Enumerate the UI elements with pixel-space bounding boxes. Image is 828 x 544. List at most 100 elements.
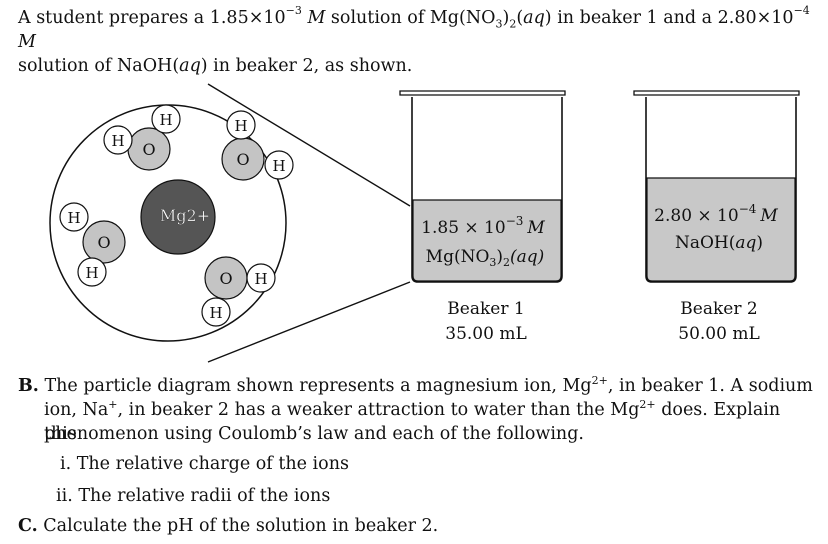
beaker-2-rim	[633, 90, 800, 96]
aqueous-label: (aq)	[510, 247, 544, 267]
question-c-text: Calculate the pH of the solution in beak…	[43, 516, 439, 536]
question-c: C. Calculate the pH of the solution in b…	[18, 514, 438, 538]
formula-subscript: 2	[503, 256, 510, 269]
beaker2-conc-value: 2.80×10	[717, 8, 794, 28]
oxygen-atom	[82, 220, 126, 264]
water-molecule: O H H	[201, 256, 276, 327]
hydrogen-label: H	[111, 132, 124, 150]
hydrogen-atom	[264, 150, 294, 180]
water-molecule: O H H	[59, 202, 126, 287]
beaker1-conc-value: 1.85×10	[209, 8, 286, 28]
aqueous-label: aq	[179, 56, 201, 76]
formula-subscript: 3	[495, 17, 503, 31]
oxygen-label: O	[142, 140, 155, 159]
beaker-2-solution	[646, 177, 796, 282]
formula-subscript: 2	[509, 17, 517, 31]
oxygen-label: O	[236, 150, 249, 169]
beaker-1-name: Beaker 1	[447, 299, 524, 319]
formula-part: NaOH(	[675, 233, 735, 253]
formula-part: )	[544, 8, 552, 28]
water-molecule: O H H	[221, 110, 294, 181]
hydrogen-atom	[246, 263, 276, 293]
beaker-2-solute: NaOH(aq)	[675, 233, 763, 253]
beaker-2-outline	[645, 97, 797, 283]
hydrogen-label: H	[234, 117, 247, 135]
question-c-label: C.	[18, 516, 38, 536]
intro-text-part: A student prepares a	[18, 8, 210, 28]
question-b-line-2: ion, Na+, in beaker 2 has a weaker attra…	[44, 398, 818, 446]
hydrogen-label: H	[85, 264, 98, 282]
beaker-1-conc-exponent: −3	[506, 214, 524, 228]
hydrogen-atom	[59, 202, 89, 232]
beaker-2-volume: 50.00 mL	[678, 324, 759, 344]
beaker-2-conc-value: 2.80 × 10	[654, 206, 739, 226]
zoom-line-bottom	[207, 281, 411, 363]
aqueous-label: aq	[735, 233, 756, 253]
oxygen-label: O	[97, 233, 110, 252]
hydrogen-atom	[151, 104, 181, 134]
beaker-1-volume: 35.00 mL	[445, 324, 526, 344]
beaker-1-unit: M	[526, 218, 545, 238]
intro-text-part: solution of	[325, 8, 430, 28]
hydrogen-label: H	[254, 270, 267, 288]
formula-part: (	[516, 8, 524, 28]
question-b-label: B.	[18, 376, 39, 396]
intro-line-2: solution of NaOH(aq) in beaker 2, as sho…	[18, 54, 823, 78]
ion-charge: 2+	[591, 374, 608, 388]
formula-subscript: 3	[489, 256, 496, 269]
question-b-i: i. The relative charge of the ions	[60, 454, 349, 474]
beaker-1-rim	[399, 90, 566, 96]
molar-unit: M	[307, 8, 326, 28]
ion-charge: +	[108, 398, 118, 412]
intro-text-part: in beaker 1 and a	[551, 8, 718, 28]
beaker-2-name: Beaker 2	[680, 299, 757, 319]
hydrogen-label: H	[272, 157, 285, 175]
hydrogen-atom	[77, 257, 107, 287]
water-molecule: O H H	[103, 104, 181, 171]
hydrogen-label: H	[209, 304, 222, 322]
beaker2-conc-exponent: −4	[793, 4, 810, 18]
mg-ion: Mg2+	[140, 179, 216, 255]
formula-part: )	[496, 247, 503, 267]
hydrogen-atom	[226, 110, 256, 140]
mg-nitrate-formula: Mg(NO	[429, 8, 496, 28]
question-text: ion, Na	[44, 400, 109, 420]
hydrogen-atom	[103, 125, 133, 155]
question-b-line-3: phenomenon using Coulomb’s law and each …	[44, 424, 584, 444]
question-text: , in beaker 1. A sodium	[607, 376, 813, 396]
intro-line-1: A student prepares a 1.85×10−3 M solutio…	[18, 4, 823, 54]
question-text: does. Explain this	[44, 400, 781, 444]
intro-text: A student prepares a 1.85×10−3 M solutio…	[18, 4, 823, 78]
aqueous-label: aq	[523, 8, 545, 28]
beaker-2-unit: M	[759, 206, 778, 226]
mg-ion-sphere	[140, 179, 216, 255]
formula-part: Mg(NO	[426, 247, 490, 267]
question-text: , in beaker 2 has a weaker attraction to…	[117, 400, 640, 420]
hydrogen-atom	[201, 297, 231, 327]
question-b-line-1: B. The particle diagram shown represents…	[18, 374, 813, 398]
molar-unit: M	[18, 32, 36, 52]
beaker-1-outline	[411, 97, 563, 283]
oxygen-label: O	[219, 269, 232, 288]
beaker-1-solution	[412, 199, 562, 282]
intro-text-part: solution of NaOH(	[18, 56, 180, 76]
beaker1-conc-exponent: −3	[285, 4, 302, 18]
question-text: The particle diagram shown represents a …	[44, 376, 592, 396]
formula-part: )	[502, 8, 510, 28]
question-b-ii: ii. The relative radii of the ions	[56, 486, 331, 506]
hydrogen-label: H	[67, 209, 80, 227]
formula-part: )	[756, 233, 763, 253]
intro-text-part: ) in beaker 2, as shown.	[200, 56, 413, 76]
beaker-1-solute: Mg(NO3)2(aq)	[426, 247, 545, 269]
mg-ion-label: Mg2+	[160, 206, 210, 225]
hydrogen-label: H	[159, 111, 172, 129]
ion-charge: 2+	[639, 398, 656, 412]
beaker-1-conc-value: 1.85 × 10	[421, 218, 506, 238]
beaker-2-conc-exponent: −4	[739, 202, 757, 216]
zoom-line-top	[207, 83, 411, 207]
